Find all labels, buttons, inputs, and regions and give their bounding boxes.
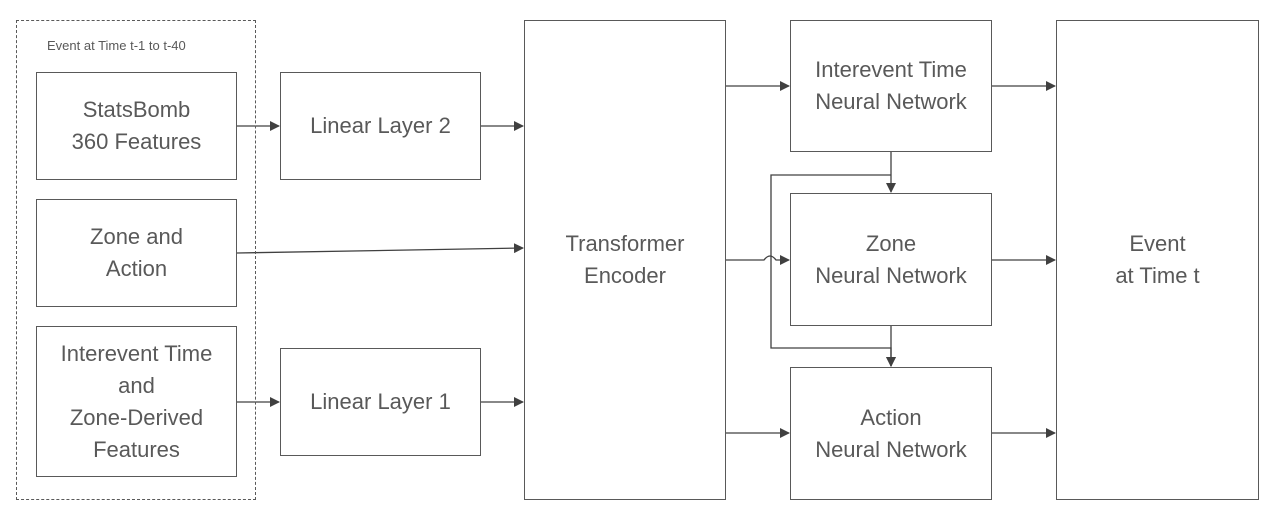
input-group-frame <box>16 20 256 500</box>
action-nn-label: Action Neural Network <box>815 404 967 462</box>
statsbomb-features-label: StatsBomb 360 Features <box>71 97 202 154</box>
linear-layer-2-box: Linear Layer 2 <box>280 72 481 180</box>
interevent-nn-label: Interevent Time Neural Network <box>815 57 967 114</box>
zone-nn-label: Zone Neural Network <box>815 230 967 288</box>
zone-action-box: Zone and Action <box>36 199 237 307</box>
zone-action-label: Zone and Action <box>90 224 183 281</box>
action-nn-box: Action Neural Network <box>790 367 992 500</box>
input-group-title: Event at Time t-1 to t-40 <box>47 38 186 53</box>
linear-layer-1-label: Linear Layer 1 <box>310 389 451 414</box>
event-at-time-t-label: Event at Time t <box>1115 231 1200 288</box>
interevent-features-box: Interevent Time and Zone-Derived Feature… <box>36 326 237 477</box>
event-at-time-t-box: Event at Time t <box>1056 20 1259 500</box>
arrow-zone-action-to-encoder <box>236 243 524 254</box>
interevent-nn-box: Interevent Time Neural Network <box>790 20 992 152</box>
zone-nn-box: Zone Neural Network <box>790 193 992 326</box>
transformer-encoder-box: Transformer Encoder <box>524 20 726 500</box>
transformer-encoder-label: Transformer Encoder <box>565 231 685 288</box>
statsbomb-features-box: StatsBomb 360 Features <box>36 72 237 180</box>
interevent-features-label: Interevent Time and Zone-Derived Feature… <box>60 340 213 462</box>
linear-layer-2-label: Linear Layer 2 <box>310 113 451 138</box>
arrow-encoder-to-zone-nn <box>726 255 790 265</box>
linear-layer-1-box: Linear Layer 1 <box>280 348 481 456</box>
